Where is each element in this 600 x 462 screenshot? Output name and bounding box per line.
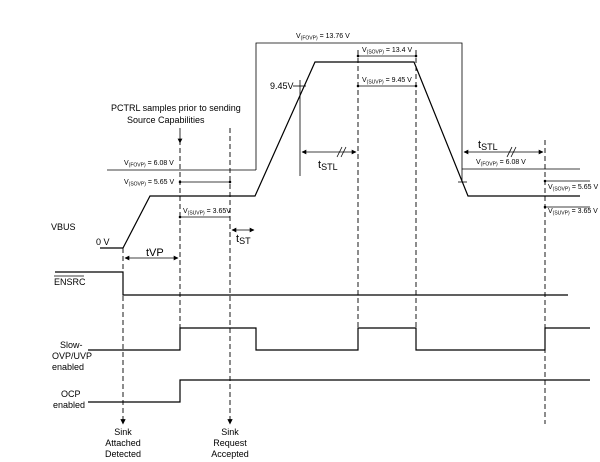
suvp-high-label: V(SUVP) = 9.45 V	[362, 77, 412, 86]
sovp-high-label: V(SOVP) = 13.4 V	[362, 47, 412, 56]
fovp-left-label: V(FOVP) = 6.08 V	[124, 160, 174, 169]
sovp-right-label: V(SOVP) = 5.65 V	[548, 184, 598, 193]
sink-request-label-line1: Sink	[221, 427, 239, 437]
v945-label: 9.45V	[270, 81, 294, 91]
time-markers	[120, 50, 546, 425]
ocp-label-line1: OCP	[61, 389, 81, 399]
pctrl-caption-line2: Source Capabilities	[127, 115, 205, 125]
tstl-right-break	[506, 146, 513, 158]
sink-attached-label-line2: Attached	[105, 438, 141, 448]
tstl-right-label: tSTL	[478, 139, 498, 152]
slow-ovp-label-line1: Slow-	[60, 340, 83, 350]
tstl-mid-break	[336, 146, 343, 158]
sink-request-label-line2: Request	[213, 438, 247, 448]
fovp-right-label: V(FOVP) = 6.08 V	[476, 159, 526, 168]
suvp-right-label: V(SUVP) = 3.65 V	[548, 208, 598, 217]
slow-ovp-waveform	[88, 327, 590, 351]
tstl-mid-break-2	[340, 146, 347, 158]
tstl-right-break-2	[510, 146, 517, 158]
ensrc-waveform	[55, 271, 568, 296]
sink-request-label-line3: Accepted	[211, 449, 249, 459]
tst-label: tST	[236, 233, 251, 246]
timing-arrows	[124, 146, 544, 261]
fovp-high-bracket	[255, 42, 463, 182]
fovp-high-label: V(FOVP) = 13.76 V	[296, 33, 350, 42]
tstl-mid-label: tSTL	[318, 159, 338, 172]
vbus-label: VBUS	[51, 222, 76, 232]
sink-attached-label-line1: Sink	[114, 427, 132, 437]
sink-attached-label-line3: Detected	[105, 449, 141, 459]
sovp-left-label: V(SOVP) = 5.65 V	[124, 179, 174, 188]
zero-volt-label: 0 V	[96, 237, 110, 247]
ocp-waveform	[88, 379, 590, 403]
ensrc-label: ENSRC	[54, 277, 86, 287]
vbus-waveform	[100, 61, 580, 249]
pctrl-caption-line1: PCTRL samples prior to sending	[111, 103, 241, 113]
slow-ovp-label-line2: OVP/UVP	[52, 351, 92, 361]
ocp-label-line2: enabled	[53, 400, 85, 410]
suvp-left-label: V(SUVP) = 3.65V	[183, 208, 231, 217]
tvp-label: tVP	[146, 247, 164, 259]
threshold-lines	[107, 42, 590, 219]
slow-ovp-label-line3: enabled	[52, 362, 84, 372]
